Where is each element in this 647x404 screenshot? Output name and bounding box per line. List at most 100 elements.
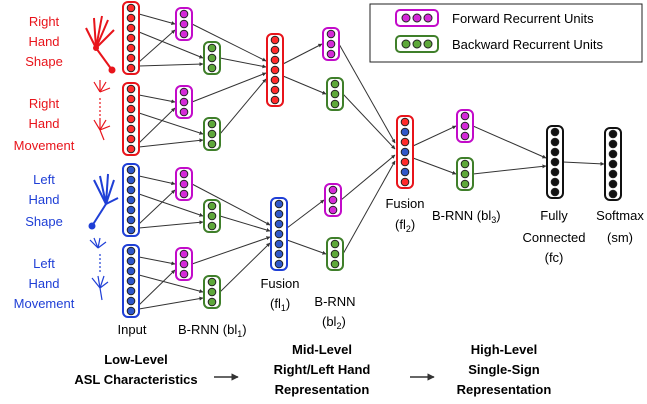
svg-text:Hand: Hand (28, 192, 59, 207)
svg-text:Shape: Shape (25, 54, 63, 69)
connection-arrow (138, 138, 204, 148)
svg-text:High-Level: High-Level (471, 342, 537, 357)
unit-node (207, 63, 217, 73)
svg-text:Mid-Level: Mid-Level (292, 342, 352, 357)
fl1-left-fusion (270, 197, 288, 271)
unit-node (400, 117, 410, 127)
bl2-forward-left (324, 183, 342, 217)
unit-node (400, 177, 410, 187)
unit-node (207, 297, 217, 307)
unit-node (126, 225, 136, 235)
left-hand-shape-icon (88, 173, 119, 230)
connection-arrow (138, 112, 204, 135)
unit-node (126, 266, 136, 276)
connection-arrow (191, 72, 267, 103)
unit-node (608, 149, 618, 159)
connection-arrow (342, 160, 396, 255)
unit-node (207, 119, 217, 129)
left-hand-movement-icon (89, 237, 109, 301)
input-right-shape (122, 1, 140, 75)
fc-label-2: Connected (523, 230, 586, 245)
connection-arrow (472, 164, 547, 175)
right-hand-movement-icon (93, 80, 111, 141)
unit-node (179, 87, 189, 97)
bl1-forward-left-shape (175, 167, 193, 201)
connection-arrow (138, 31, 204, 59)
svg-text:Right/Left Hand: Right/Left Hand (274, 362, 371, 377)
unit-node (207, 221, 217, 231)
unit-node (207, 211, 217, 221)
left-hand-shape-label: Left Hand Shape (25, 172, 63, 229)
unit-node (460, 121, 470, 131)
svg-text:Left: Left (33, 256, 55, 271)
svg-text:Hand: Hand (28, 34, 59, 49)
unit-node (126, 286, 136, 296)
connection-arrow (138, 94, 176, 104)
unit-node (330, 249, 340, 259)
unit-node (179, 259, 189, 269)
unit-node (126, 185, 136, 195)
unit-node (460, 111, 470, 121)
connection-arrow (138, 107, 176, 144)
fusion-2-sub-label: (fl2) (395, 217, 415, 234)
unit-node (550, 187, 560, 197)
unit-node (207, 287, 217, 297)
svg-text:Low-Level: Low-Level (104, 352, 168, 367)
unit-node (460, 159, 470, 169)
svg-text:Movement: Movement (14, 296, 75, 311)
unit-node (207, 129, 217, 139)
unit-node (550, 177, 560, 187)
connection-arrow (138, 175, 176, 186)
softmax-label-1: Softmax (596, 208, 644, 223)
unit-node (328, 195, 338, 205)
left-hand-movement-label: Left Hand Movement (14, 256, 75, 311)
bl1-backward-right-movement (203, 117, 221, 151)
unit-node (126, 306, 136, 316)
unit-node (126, 43, 136, 53)
svg-text:Shape: Shape (25, 214, 63, 229)
bl1-forward-left-movement (175, 247, 193, 281)
unit-node (400, 127, 410, 137)
connection-arrow (219, 78, 267, 135)
input-label: Input (118, 322, 147, 337)
birnn-2-sub-label: (bl2) (322, 314, 346, 331)
unit-node (400, 147, 410, 157)
unit-node (179, 269, 189, 279)
legend: Forward Recurrent Units Backward Recurre… (369, 3, 643, 63)
connection-arrow (138, 13, 176, 25)
unit-node (270, 95, 280, 105)
unit-node (274, 229, 284, 239)
unit-node (328, 205, 338, 215)
connection-arrow (138, 220, 204, 229)
legend-forward-label: Forward Recurrent Units (452, 11, 594, 26)
bl1-forward-right-movement (175, 85, 193, 119)
unit-node (400, 137, 410, 147)
unit-node (179, 169, 189, 179)
fc-label-3: (fc) (545, 250, 564, 265)
svg-text:Hand: Hand (28, 276, 59, 291)
bl1-backward-left-movement (203, 275, 221, 309)
unit-node (270, 85, 280, 95)
connection-arrow (191, 23, 267, 62)
unit-node (207, 201, 217, 211)
unit-node (179, 19, 189, 29)
connection-arrow (342, 93, 396, 150)
connection-arrow (282, 75, 327, 95)
connection-arrow (340, 154, 396, 201)
unit-node (328, 185, 338, 195)
unit-node (179, 179, 189, 189)
connection-arrow (138, 296, 204, 310)
unit-node (126, 205, 136, 215)
unit-node (326, 39, 336, 49)
svg-text:Representation: Representation (275, 382, 370, 397)
unit-node (179, 29, 189, 39)
bl3-backward (456, 157, 474, 191)
svg-text:Right: Right (29, 14, 60, 29)
unit-node (207, 277, 217, 287)
fusion-1-label: Fusion (260, 276, 299, 291)
low-level-description: Low-Level ASL Characteristics (74, 352, 197, 387)
fl2-fusion (396, 115, 414, 189)
connection-arrow (138, 274, 204, 294)
unit-node (126, 296, 136, 306)
input-left-movement (122, 244, 140, 318)
